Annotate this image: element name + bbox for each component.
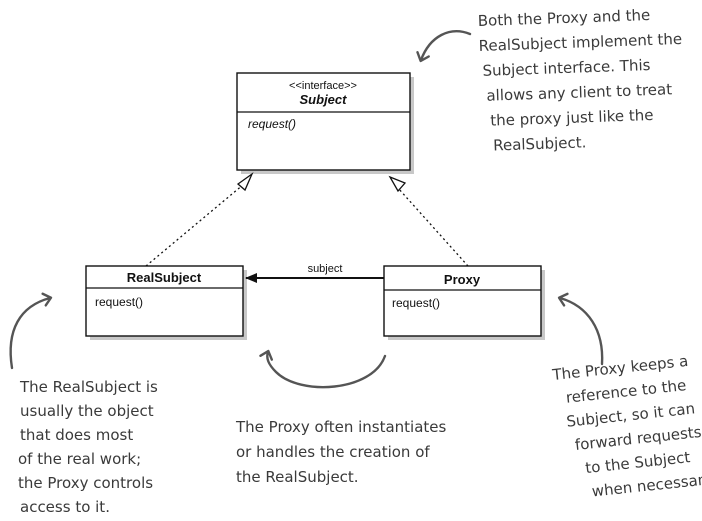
annotation-arrows	[9, 30, 604, 389]
instantiate-note-line: The Proxy often instantiates	[235, 418, 447, 436]
real-subject-note: The RealSubject is usually the object th…	[18, 378, 158, 516]
real-subject-implements-line	[145, 172, 254, 267]
instantiate-note-line: or handles the creation of	[236, 443, 430, 461]
implement-note-line: RealSubject implement the	[478, 30, 682, 55]
implement-note: Both the Proxy and the RealSubject imple…	[478, 6, 683, 155]
proxy-class-name: Proxy	[444, 272, 481, 287]
real-subject-note-line: that does most	[20, 426, 133, 444]
proxy-class: Proxy request()	[383, 265, 545, 340]
real-subject-note-line: access to it.	[20, 498, 110, 516]
proxy-implements-line	[388, 175, 469, 267]
implement-note-line: Subject interface. This	[482, 56, 651, 80]
implement-note-line: Both the Proxy and the	[478, 6, 651, 30]
instantiate-note-arrow	[259, 349, 387, 389]
proxy-method: request()	[392, 296, 440, 310]
subject-method: request()	[248, 117, 296, 131]
instantiate-note-line: the RealSubject.	[236, 468, 359, 486]
real-subject-note-line: the Proxy controls	[18, 474, 153, 492]
real-subject-note-arrow	[9, 292, 53, 370]
real-subject-note-line: usually the object	[20, 402, 154, 420]
subject-stereotype: <<interface>>	[289, 80, 357, 92]
proxy-note-arrow	[557, 292, 604, 366]
association-label: subject	[308, 263, 343, 275]
real-subject-realization-arrowhead	[236, 172, 254, 192]
real-subject-class: RealSubject request()	[85, 265, 247, 340]
proxy-note: The Proxy keeps a reference to the Subje…	[551, 352, 702, 501]
proxy-realization-arrowhead	[388, 175, 407, 193]
subject-association: subject	[245, 263, 384, 283]
proxy-note-line: to the Subject	[584, 448, 691, 477]
implement-note-line: RealSubject.	[493, 133, 587, 154]
instantiate-note: The Proxy often instantiates or handles …	[235, 418, 447, 486]
subject-class-name: Subject	[300, 92, 348, 107]
real-subject-note-line: The RealSubject is	[19, 378, 158, 396]
implement-note-line: the proxy just like the	[490, 106, 654, 130]
real-subject-note-line: of the real work;	[18, 450, 141, 468]
real-subject-class-name: RealSubject	[127, 270, 202, 285]
real-subject-method: request()	[95, 295, 143, 309]
implement-note-arrow	[416, 30, 472, 63]
subject-interface-class: <<interface>> Subject request()	[236, 72, 414, 174]
implement-note-line: allows any client to treat	[486, 80, 672, 104]
